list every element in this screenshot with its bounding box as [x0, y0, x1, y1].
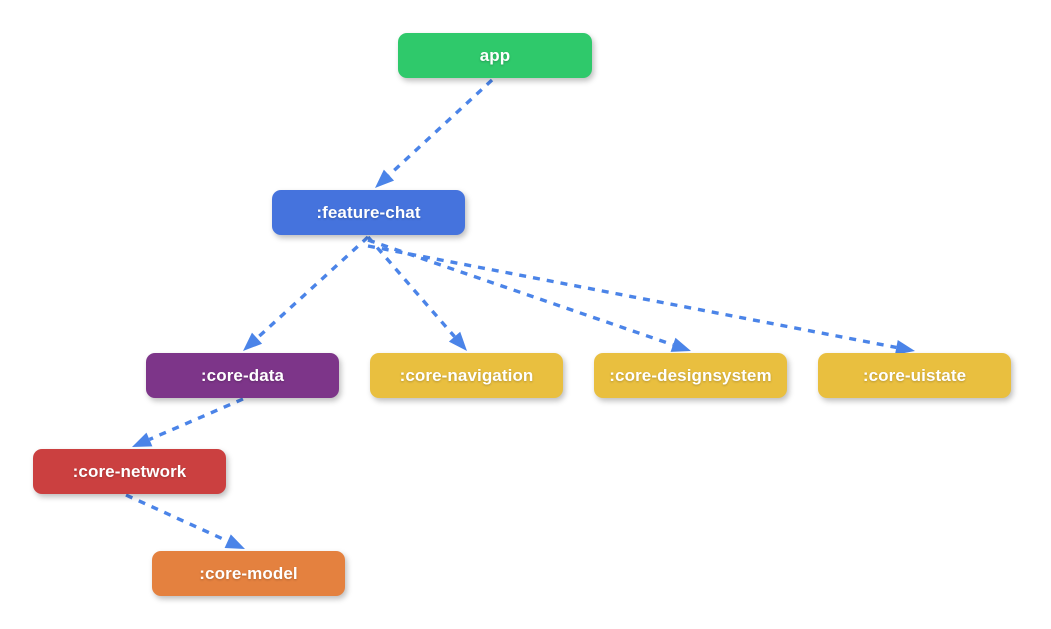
graph-node-core-model[interactable]: :core-model [152, 551, 345, 596]
graph-node-feature-chat[interactable]: :feature-chat [272, 190, 465, 235]
arrowhead-icon [375, 169, 395, 188]
arrowhead-icon [448, 331, 467, 351]
graph-edge-feature-chat-to-core-uistate [367, 244, 915, 355]
graph-node-label: :core-model [199, 563, 298, 583]
graph-edge-feature-chat-to-core-data [243, 235, 370, 351]
graph-edge-feature-chat-to-core-navigation [366, 235, 467, 351]
graph-node-core-data[interactable]: :core-data [146, 353, 339, 398]
graph-edge-app-to-feature-chat [375, 78, 494, 188]
arrowhead-icon [243, 332, 263, 351]
graph-node-core-designsystem[interactable]: :core-designsystem [594, 353, 787, 398]
graph-node-core-uistate[interactable]: :core-uistate [818, 353, 1011, 398]
graph-edge-feature-chat-to-core-designsystem [367, 238, 691, 352]
arrowhead-icon [670, 337, 691, 352]
graph-node-label: :core-data [200, 365, 285, 385]
graph-node-label: app [479, 45, 511, 65]
graph-edge-core-network-to-core-model [125, 493, 245, 549]
arrowhead-icon [132, 432, 153, 447]
arrowhead-icon [224, 534, 245, 549]
graph-node-label: :core-uistate [862, 365, 967, 385]
graph-node-app[interactable]: app [398, 33, 592, 78]
graph-node-label: :core-designsystem [609, 365, 772, 385]
graph-node-core-network[interactable]: :core-network [33, 449, 226, 494]
graph-edge-core-data-to-core-network [132, 397, 244, 447]
graph-node-label: :feature-chat [316, 202, 421, 222]
graph-node-label: :core-network [72, 461, 187, 481]
graph-node-core-navigation[interactable]: :core-navigation [370, 353, 563, 398]
graph-node-label: :core-navigation [399, 365, 534, 385]
